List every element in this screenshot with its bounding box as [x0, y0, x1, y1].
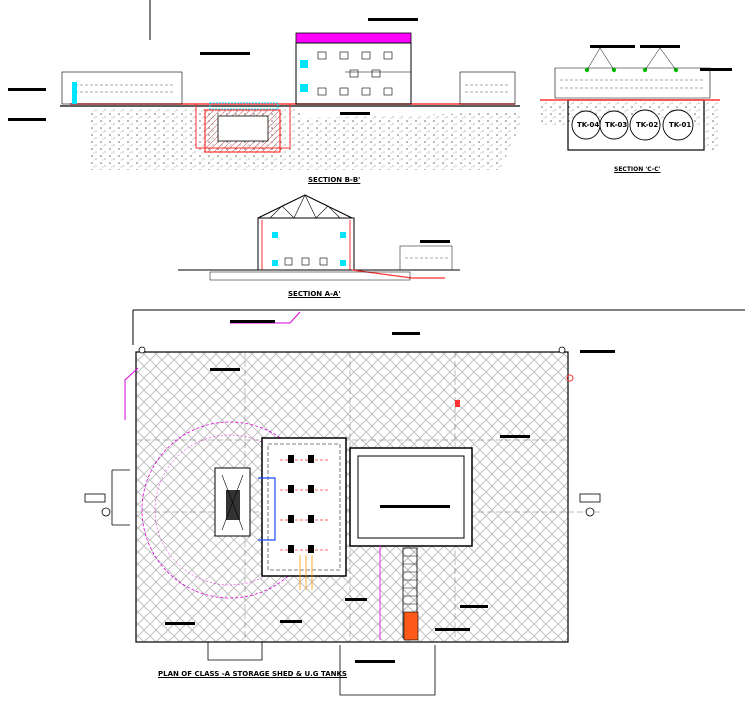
section-bb-drawing — [8, 18, 520, 170]
tank-label: TK-04 — [577, 121, 600, 129]
tank-label: TK-03 — [605, 121, 628, 129]
section-bb-label: SECTION B-B' — [308, 176, 361, 184]
tank-label: TK-01 — [669, 121, 692, 129]
section-aa-label: SECTION A-A' — [288, 290, 341, 298]
section-cc-label: SECTION 'C-C' — [614, 166, 661, 173]
plan-drawing — [84, 309, 745, 696]
section-cc-drawing — [540, 45, 732, 151]
plan-title-label: PLAN OF CLASS -A STORAGE SHED & U.G TANK… — [158, 670, 347, 678]
section-aa-drawing — [178, 194, 460, 281]
tank-label: TK-02 — [636, 121, 659, 129]
